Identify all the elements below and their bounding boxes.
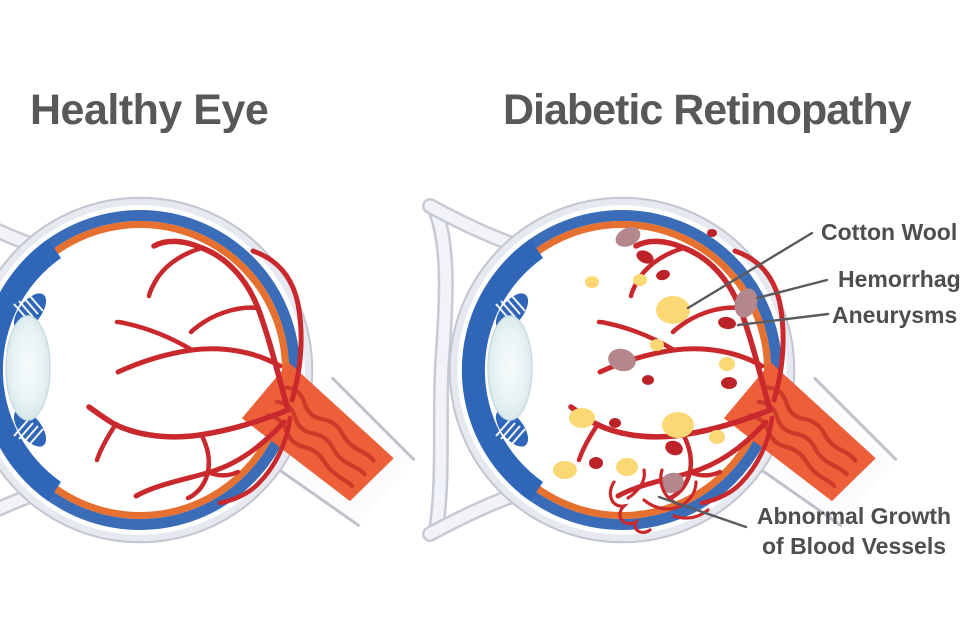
abnormal-growth-label: Abnormal Growth of Blood Vessels [748, 501, 960, 561]
abnormal-growth-label-line1: Abnormal Growth [756, 503, 952, 529]
cotton-wool-spots [553, 274, 735, 479]
diabetic-retinopathy-title: Diabetic Retinopathy [503, 86, 912, 134]
healthy-eye-diagram [0, 198, 421, 542]
leader-line-aneurysms [736, 312, 830, 327]
leader-line-abnormal-growth [657, 495, 748, 529]
aneurysms-label: Aneurysms [832, 302, 958, 328]
hemorrhage-spots [608, 227, 758, 494]
leader-line-hemorrhages [755, 278, 829, 300]
aneurysm-dots [589, 229, 737, 469]
abnormal-growth-label-line2: of Blood Vessels [761, 533, 947, 559]
hemorrhages-label: Hemorrhages [838, 266, 960, 292]
cotton-wool-spots-label: Cotton Wool Spots [821, 219, 960, 245]
leader-lines [657, 231, 830, 529]
healthy-eye-title: Healthy Eye [30, 86, 269, 134]
diseased-eye-diagram [430, 198, 903, 542]
leader-line-cotton-wool [686, 231, 814, 310]
